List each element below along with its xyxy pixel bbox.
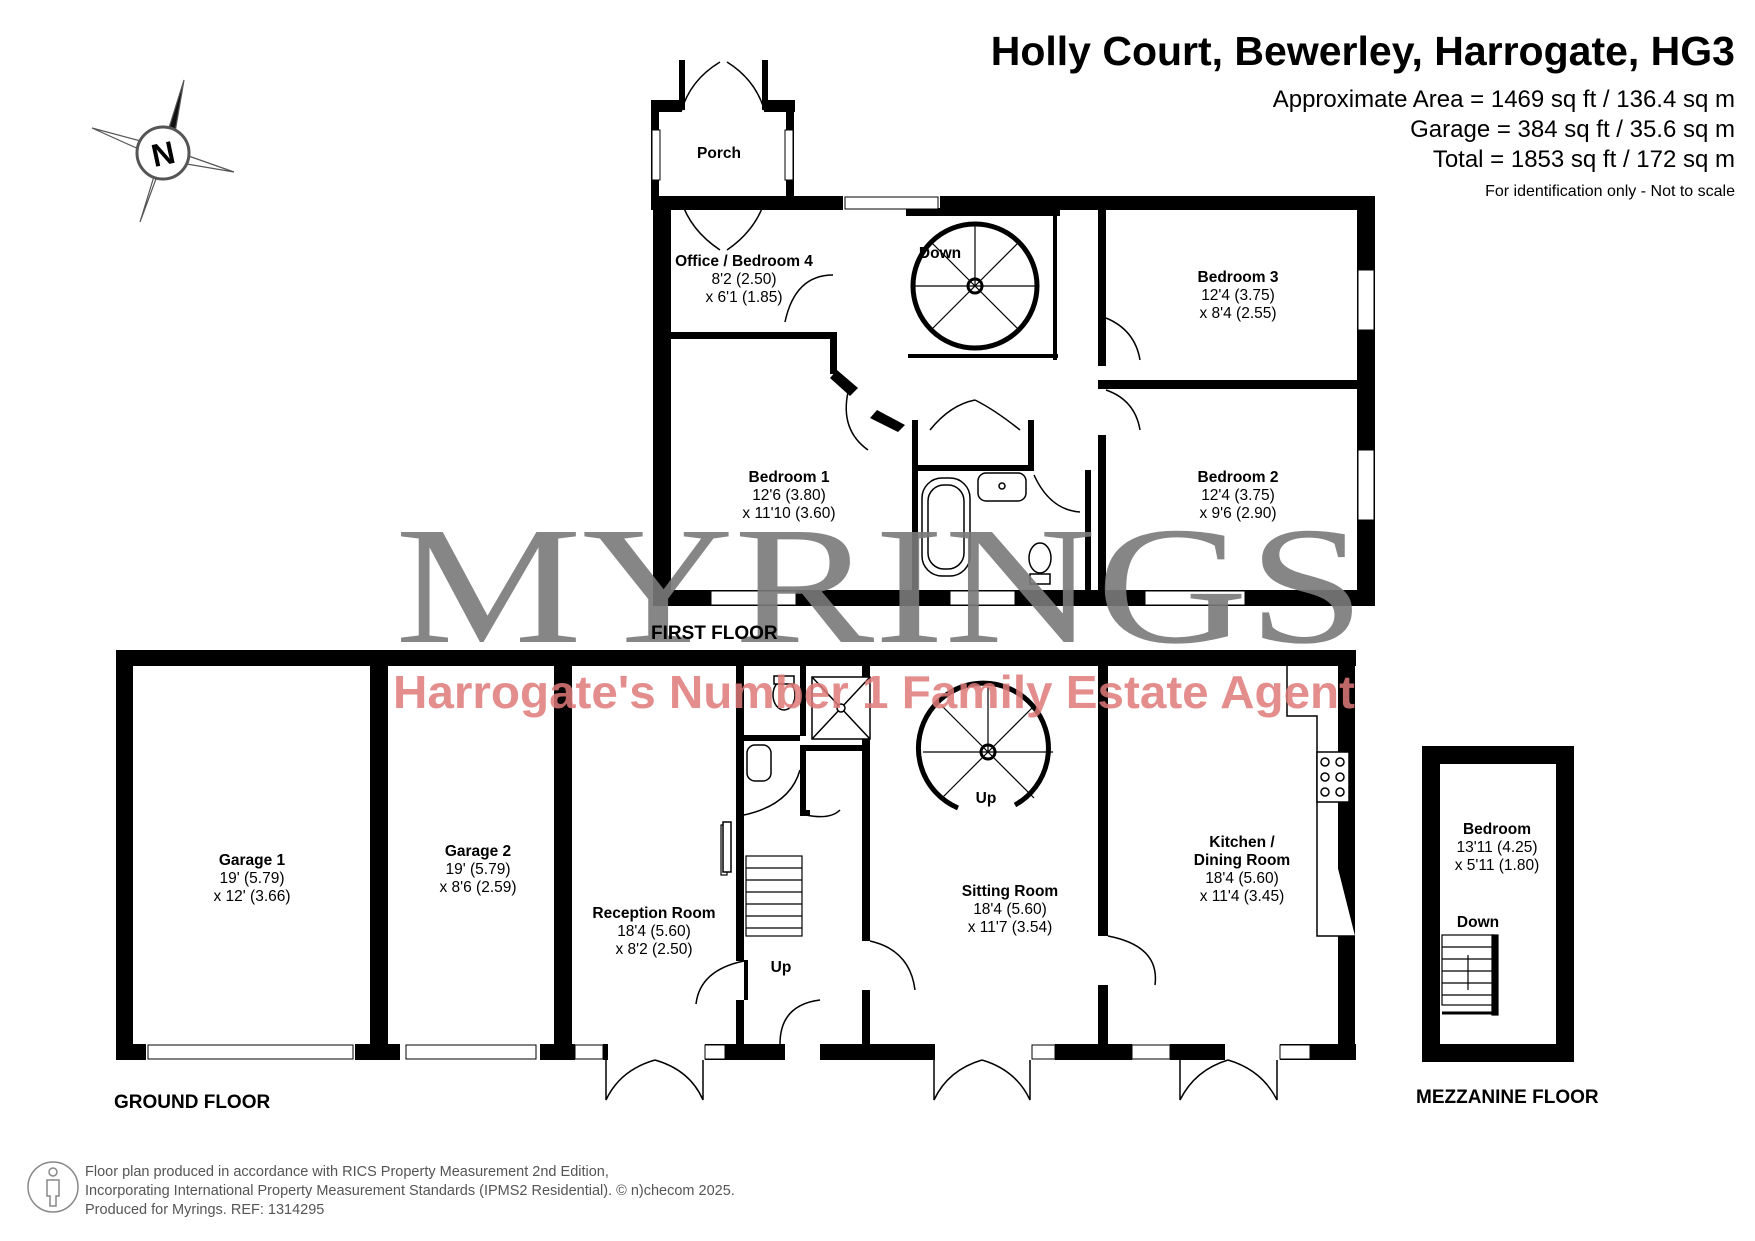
identification-note: For identification only - Not to scale (1485, 183, 1735, 200)
compass-north-icon: N (91, 79, 235, 223)
room-garage2-dim2: x 8'6 (2.59) (439, 879, 516, 896)
room-garage2-dim1: 19' (5.79) (446, 861, 511, 878)
room-garage1-dim2: x 12' (3.66) (213, 888, 290, 905)
room-sitting-dim2: x 11'7 (3.54) (968, 919, 1053, 936)
room-reception-dim1: 18'4 (5.60) (617, 923, 691, 940)
stair-ground-straight (720, 824, 803, 937)
room-office-dim2: x 6'1 (1.85) (705, 289, 782, 306)
footer-line-3: Produced for Myrings. REF: 1314295 (85, 1202, 325, 1218)
bathroom-fixtures-first (921, 472, 1052, 585)
room-bedroom3-dim2: x 8'4 (2.55) (1199, 305, 1276, 322)
room-bedroom1-name: Bedroom 1 (749, 469, 830, 486)
stair-mezz-down-label: Down (1457, 914, 1499, 931)
property-title: Holly Court, Bewerley, Harrogate, HG3 (990, 28, 1735, 74)
first-floor-label: FIRST FLOOR (651, 623, 778, 644)
stair-first-down-label: Down (919, 245, 961, 262)
room-garage1-name: Garage 1 (219, 852, 286, 869)
watermark-brand: MYRINGS (395, 493, 1365, 679)
room-sitting-name: Sitting Room (962, 883, 1058, 900)
person-icon (27, 1161, 79, 1213)
watermark-tagline: Harrogate's Number 1 Family Estate Agent (393, 666, 1355, 718)
spiral-stair-first (910, 221, 1040, 351)
room-bedroom3-dim1: 12'4 (3.75) (1201, 287, 1275, 304)
mezzanine-floor-label: MEZZANINE FLOOR (1416, 1087, 1599, 1108)
room-mezz-bedroom-dim1: 13'11 (4.25) (1456, 839, 1537, 856)
footer-line-1: Floor plan produced in accordance with R… (85, 1164, 609, 1180)
area-line-approx: Approximate Area = 1469 sq ft / 136.4 sq… (1272, 86, 1735, 113)
room-bedroom2-dim2: x 9'6 (2.90) (1199, 505, 1276, 522)
ground-floor-windows (147, 1044, 1311, 1060)
room-reception-dim2: x 8'2 (2.50) (615, 941, 692, 958)
first-floor-windows (651, 129, 1375, 606)
room-garage2-name: Garage 2 (445, 843, 511, 860)
room-kitchen-dim2: x 11'4 (3.45) (1200, 888, 1285, 905)
room-reception-name: Reception Room (592, 905, 715, 922)
room-bedroom2-name: Bedroom 2 (1198, 469, 1279, 486)
room-labels: Porch Office / Bedroom 4 8'2 (2.50) x 6'… (213, 145, 1539, 976)
footer-line-2: Incorporating International Property Mea… (85, 1183, 735, 1199)
ground-floor-label: GROUND FLOOR (114, 1092, 270, 1113)
room-sitting-dim1: 18'4 (5.60) (973, 901, 1047, 918)
room-porch-name: Porch (697, 145, 741, 162)
room-garage1-dim1: 19' (5.79) (220, 870, 285, 887)
room-office-name: Office / Bedroom 4 (675, 253, 813, 270)
room-kitchen-name1: Kitchen / (1209, 834, 1275, 851)
mezzanine-floor-plan (1422, 746, 1574, 1062)
stair-ground-up-label: Up (771, 959, 792, 976)
spiral-stair-ground (915, 680, 1053, 811)
room-bedroom1-dim1: 12'6 (3.80) (752, 487, 826, 504)
first-floor-doors (680, 61, 1141, 513)
ground-floor-doors (605, 769, 1278, 1101)
footer-disclaimer: Floor plan produced in accordance with R… (85, 1163, 805, 1220)
area-line-garage: Garage = 384 sq ft / 35.6 sq m (1410, 116, 1735, 143)
area-line-total: Total = 1853 sq ft / 172 sq m (1432, 146, 1735, 173)
stair-ground-spiral-up-label: Up (976, 790, 997, 807)
kitchen-fittings (1286, 666, 1355, 937)
room-office-dim1: 8'2 (2.50) (712, 271, 777, 288)
room-mezz-bedroom-name: Bedroom (1463, 821, 1531, 838)
room-kitchen-dim1: 18'4 (5.60) (1205, 870, 1279, 887)
floor-labels: FIRST FLOOR GROUND FLOOR MEZZANINE FLOOR (114, 623, 1599, 1113)
room-bedroom1-dim2: x 11'10 (3.60) (742, 505, 835, 522)
room-bedroom2-dim1: 12'4 (3.75) (1201, 487, 1275, 504)
room-bedroom3-name: Bedroom 3 (1198, 269, 1279, 286)
bathroom-fixtures-ground (722, 675, 871, 873)
room-kitchen-name2: Dining Room (1194, 852, 1290, 869)
stair-mezzanine (1441, 934, 1499, 1016)
room-mezz-bedroom-dim2: x 5'11 (1.80) (1455, 857, 1540, 874)
